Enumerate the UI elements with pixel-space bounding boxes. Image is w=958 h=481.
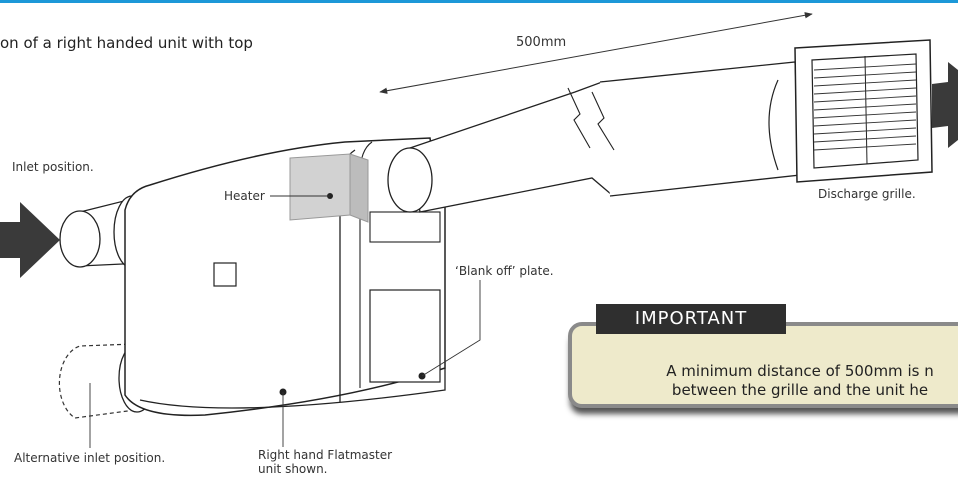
unit-control-square (213, 262, 237, 287)
important-title: IMPORTANT (596, 304, 786, 334)
blank-off-leader-line (421, 280, 481, 377)
inlet-arrow-icon (0, 202, 60, 278)
top-accent-bar (0, 0, 958, 3)
unit-shown-label: Right hand Flatmaster unit shown. (258, 448, 392, 476)
distance-dimension-arrow (379, 12, 813, 94)
alternative-inlet-label: Alternative inlet position. (14, 451, 166, 465)
discharge-arrow-icon (932, 62, 958, 148)
important-notice-text: A minimum distance of 500mm is n between… (600, 362, 958, 400)
inlet-position-label: Inlet position. (12, 160, 94, 174)
discharge-grille (794, 39, 933, 183)
heater-label: Heater (224, 189, 265, 203)
important-line-2: between the grille and the unit he (671, 381, 929, 399)
heater-block (289, 153, 369, 223)
blank-off-plate (369, 289, 441, 383)
diagram-caption: on of a right handed unit with top (0, 34, 253, 52)
unit-label-line2: unit shown. (258, 462, 328, 476)
discharge-duct (387, 61, 801, 213)
distance-label: 500mm (516, 35, 567, 50)
blank-off-plate-label: ‘Blank off’ plate. (455, 264, 554, 278)
discharge-grille-label: Discharge grille. (818, 187, 916, 201)
unit-label-line1: Right hand Flatmaster (258, 448, 393, 462)
important-line-1: A minimum distance of 500mm is n (666, 362, 934, 380)
